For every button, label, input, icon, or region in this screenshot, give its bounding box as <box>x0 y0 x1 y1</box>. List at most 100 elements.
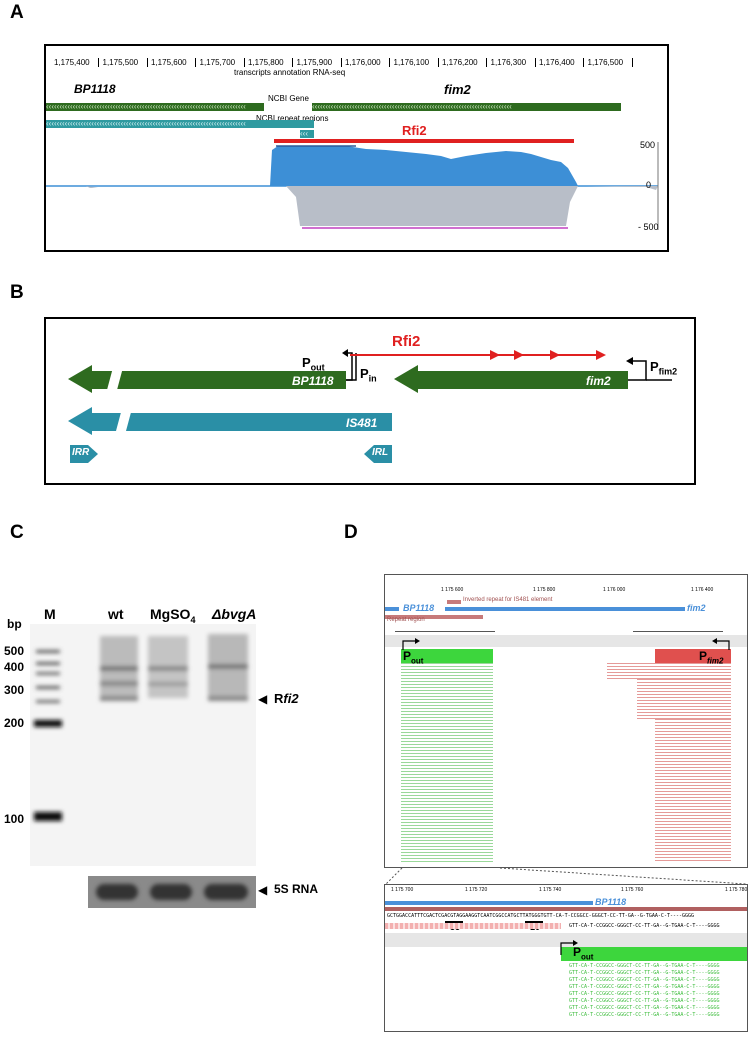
d-line-left <box>395 631 495 632</box>
loading-band-bvga <box>204 884 248 900</box>
panel-b-frame: Rfi2 BP1118 fim2 IS481 IRR IRL Pout Pin … <box>44 317 696 485</box>
marker-band-300 <box>36 686 60 689</box>
ruler-tick: 1,175,800 <box>248 58 284 67</box>
z-bp1118-track <box>385 901 593 905</box>
p-fim2-peak <box>655 649 731 663</box>
p-out-label: Pout <box>302 355 325 373</box>
p-out-promoter <box>346 352 353 381</box>
lane-label-bvga: ΔbvgA <box>212 606 257 622</box>
z-promoter-arrow <box>560 940 578 955</box>
ruler-tick: 1,175,600 <box>151 58 187 67</box>
loading-band-mgso4 <box>150 884 192 900</box>
loading-pointer: ◀ <box>258 883 268 897</box>
p-out-peak <box>401 649 493 663</box>
d-p-out-label: Pout <box>403 649 424 666</box>
p-fim2-label: Pfim2 <box>650 359 678 377</box>
repeat-region-bar <box>385 615 483 619</box>
repeat-track-short: ‹‹‹ <box>300 130 314 138</box>
repeat-track: ‹‹‹‹‹‹‹‹‹‹‹‹‹‹‹‹‹‹‹‹‹‹‹‹‹‹‹‹‹‹‹‹‹‹‹‹‹‹‹‹… <box>46 120 314 128</box>
gene-label-fim2: fim2 <box>444 82 471 97</box>
p-in-label: Pin <box>360 366 377 384</box>
scale-500: 500 <box>640 140 656 150</box>
is-break-gap <box>114 405 133 437</box>
z-sequence-2: GTT-CA-T-CCGGCC-GGGCT-CC-TT-GA--G-TGAA-C… <box>569 923 720 929</box>
irr-label: IRR <box>72 447 90 458</box>
track-title: transcripts annotation RNA-seq <box>234 68 346 77</box>
ruler-tick: 1,176,200 <box>442 58 478 67</box>
ruler-tick-mark <box>389 58 390 67</box>
aligned-read: GTT-CA-T-CCGGCC-GGGCT-CC-TT-GA--G-TGAA-C… <box>569 1005 720 1011</box>
ncbi-gene-label: NCBI Gene <box>268 94 309 103</box>
d-bp1118-label: BP1118 <box>403 603 435 613</box>
ruler-tick: 1,176,000 <box>345 58 381 67</box>
ruler-tick: 1,175,900 <box>296 58 333 67</box>
inverted-repeat-mark <box>447 600 461 604</box>
minus10-bar <box>525 921 543 923</box>
ruler-tick: 1,176,500 <box>587 58 624 67</box>
d-tick-2: 1 175 800 <box>533 587 556 593</box>
aligned-read: GTT-CA-T-CCGGCC-GGGCT-CC-TT-GA--G-TGAA-C… <box>569 998 720 1004</box>
p-in-promoter <box>346 353 357 381</box>
rfi2-arrowhead-2 <box>514 350 524 360</box>
rfi2-arrowhead-4 <box>596 350 606 360</box>
mgso4-band-upper <box>148 666 188 671</box>
z-tick-4: 1 175 760 <box>621 887 644 893</box>
gene-map <box>68 349 672 463</box>
repeat-region-label: Repeat region <box>387 617 425 623</box>
lane-label-mgso4: MgSO4 <box>150 606 196 625</box>
gene-label-bp1118: BP1118 <box>74 82 116 96</box>
marker-band-250 <box>36 700 60 703</box>
minus-strand-coverage <box>286 186 578 226</box>
ruler-tick: 1,175,400 <box>54 58 90 67</box>
marker-200: 200 <box>4 716 25 730</box>
loading-band-wt <box>96 884 138 900</box>
plus-strand-coverage <box>270 146 578 186</box>
z-repeat-bar <box>385 907 747 911</box>
p-out-reads <box>401 663 493 863</box>
ruler-tick-mark <box>534 58 536 67</box>
aligned-read: GTT-CA-T-CCGGCC-GGGCT-CC-TT-GA--G-TGAA-C… <box>569 970 720 976</box>
marker-band-500 <box>36 650 60 653</box>
d-gray-band <box>385 635 747 647</box>
ruler-tick: 1,175,700 <box>199 58 236 67</box>
ruler-tick: 1,176,300 <box>490 58 527 67</box>
mgso4-band-mid <box>148 682 188 686</box>
rfi2-arrowhead-1 <box>490 350 500 360</box>
is481-arrow <box>68 407 392 435</box>
gene-track-fim2: ‹‹‹‹‹‹‹‹‹‹‹‹‹‹‹‹‹‹‹‹‹‹‹‹‹‹‹‹‹‹‹‹‹‹‹‹‹‹‹‹… <box>312 103 621 111</box>
d-tick-1: 1 175 600 <box>441 587 464 593</box>
ruler-tick: 1,176,100 <box>393 58 430 67</box>
marker-band-350 <box>36 672 60 675</box>
bp-unit-label: bp <box>7 617 22 631</box>
lane-label-marker: M <box>44 606 56 622</box>
marker-300: 300 <box>4 683 25 697</box>
p-fim2-arrowhead <box>626 357 633 365</box>
break-gap <box>105 363 125 395</box>
loading-control-blot <box>88 876 256 908</box>
panel-label-c: C <box>10 522 24 543</box>
ruler-tick-mark <box>243 58 245 67</box>
p-fim2-reads-mid <box>637 679 731 719</box>
p-fim2-promoter <box>628 360 647 381</box>
ruler-tick-mark <box>98 58 99 67</box>
ruler-tick: 1,176,400 <box>539 58 575 67</box>
bvga-band-upper <box>208 664 248 669</box>
p-fim2-reads <box>655 719 731 863</box>
panel-label-b: B <box>10 282 24 303</box>
ruler-tick-mark <box>340 58 342 67</box>
marker-500: 500 <box>4 644 25 658</box>
bp1118-arrow <box>68 365 346 393</box>
coverage-plot <box>46 142 659 230</box>
irr-arrow <box>70 445 98 463</box>
northern-blot <box>30 624 256 866</box>
ruler-tick-mark <box>437 58 439 67</box>
is481-label: IS481 <box>346 416 378 430</box>
z-pink-read <box>385 923 561 929</box>
aligned-read: GTT-CA-T-CCGGCC-GGGCT-CC-TT-GA--G-TGAA-C… <box>569 991 720 997</box>
ncbi-repeat-label: NCBI repeat regions <box>256 114 329 123</box>
wt-band-mid <box>100 681 138 686</box>
z-p-out-label: Pout <box>573 945 594 962</box>
d-fim2-label: fim2 <box>687 603 706 613</box>
z-tick-2: 1 175 720 <box>465 887 488 893</box>
